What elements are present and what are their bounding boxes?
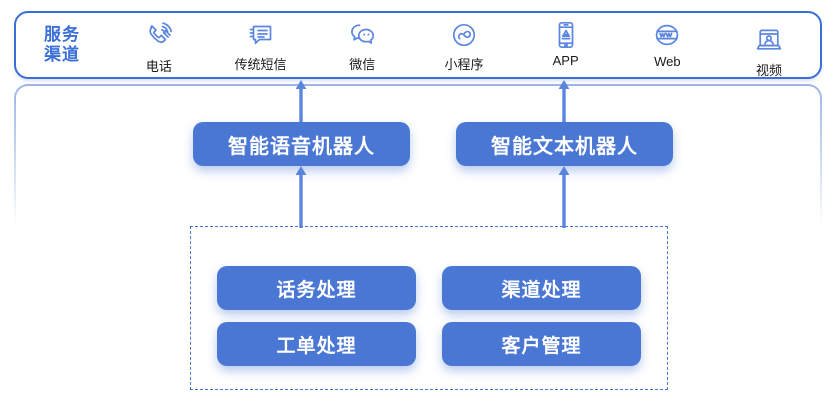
channel-item-web[interactable]: Web xyxy=(621,18,713,69)
service-channel-item-list: 电话 传统短信 xyxy=(108,13,820,79)
sms-message-icon xyxy=(244,18,278,52)
service-channel-title-line1: 服务 xyxy=(44,25,80,44)
platform-panel xyxy=(14,84,822,384)
channel-label-miniprogram: 小程序 xyxy=(444,57,484,72)
channel-item-sms[interactable]: 传统短信 xyxy=(215,18,307,73)
capability-group-container xyxy=(190,226,668,390)
channel-label-web: Web xyxy=(654,54,681,69)
arrow-capabilities-to-text-robot xyxy=(557,166,571,228)
channel-label-wechat: 微信 xyxy=(349,57,376,72)
capability-box-customer-management[interactable]: 客户管理 xyxy=(442,322,641,366)
video-laptop-icon xyxy=(752,24,786,58)
channel-item-video[interactable]: 视频 xyxy=(723,18,815,79)
service-channel-bar: 服务 渠道 电话 xyxy=(14,11,822,79)
service-channel-title: 服务 渠道 xyxy=(16,25,108,65)
capability-box-channel-handling[interactable]: 渠道处理 xyxy=(442,266,641,310)
channel-item-miniprogram[interactable]: 小程序 xyxy=(418,18,510,73)
phone-signal-icon xyxy=(142,18,176,52)
arrow-voice-robot-to-channels xyxy=(294,80,308,124)
www-globe-icon xyxy=(650,18,684,52)
text-robot-box[interactable]: 智能文本机器人 xyxy=(456,122,673,166)
channel-item-wechat[interactable]: 微信 xyxy=(316,18,408,73)
channel-item-app[interactable]: APP xyxy=(520,18,612,68)
capability-grid: 话务处理 渠道处理 工单处理 客户管理 xyxy=(217,266,641,366)
channel-label-app: APP xyxy=(552,53,579,68)
voice-robot-box[interactable]: 智能语音机器人 xyxy=(193,122,410,166)
arrow-capabilities-to-voice-robot xyxy=(294,166,308,228)
mini-program-icon xyxy=(447,18,481,52)
capability-box-ticket-handling[interactable]: 工单处理 xyxy=(217,322,416,366)
channel-label-phone: 电话 xyxy=(145,59,172,74)
channel-item-phone[interactable]: 电话 xyxy=(113,18,205,75)
mobile-app-icon xyxy=(549,18,583,52)
arrow-text-robot-to-channels xyxy=(557,80,571,124)
channel-label-sms: 传统短信 xyxy=(234,57,287,72)
service-channel-title-line2: 渠道 xyxy=(44,45,80,64)
channel-label-video: 视频 xyxy=(756,63,783,78)
wechat-bubbles-icon xyxy=(345,18,379,52)
capability-box-call-handling[interactable]: 话务处理 xyxy=(217,266,416,310)
